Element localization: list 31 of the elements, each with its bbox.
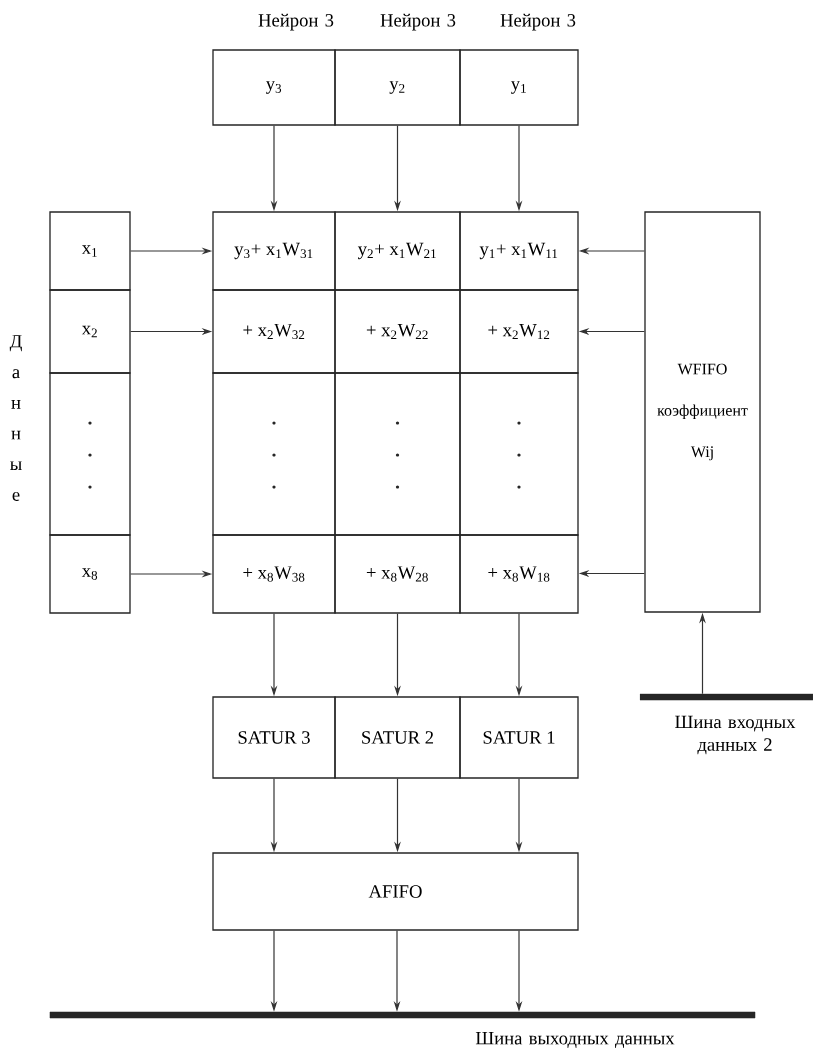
fifo-box: AFIFO — [212, 852, 579, 931]
register-cell: y$_{2}$ — [334, 49, 461, 126]
vertical-label: Данные — [9, 335, 22, 501]
register-cell: y$_{1}$ — [459, 49, 579, 126]
saturation-cell: SATUR 3 — [212, 696, 336, 779]
bus-label: Шина выходных данных — [475, 1032, 675, 1048]
column-label: Нейрон 3 — [258, 13, 334, 31]
matrix-cell — [459, 372, 579, 536]
matrix-cell: y$_{3}$+ x$_{1}$W$_{31}$ — [212, 211, 336, 291]
data-cell: x$_{1}$ — [49, 211, 131, 291]
bus-label: Шина входных данных 2 — [675, 715, 796, 755]
matrix-cell: + x$_{8}$W$_{28}$ — [334, 534, 461, 614]
bus-line — [639, 693, 813, 701]
data-cell: x$_{2}$ — [49, 289, 131, 374]
fifo-box: WFIFO коэффициент Wij — [644, 211, 761, 613]
matrix-cell: + x$_{2}$W$_{32}$ — [212, 289, 336, 374]
data-cell — [49, 372, 131, 536]
matrix-cell: y$_{2}$+ x$_{1}$W$_{21}$ — [334, 211, 461, 291]
matrix-cell: + x$_{8}$W$_{38}$ — [212, 534, 336, 614]
data-cell: x$_{8}$ — [49, 534, 131, 614]
matrix-cell — [212, 372, 336, 536]
saturation-cell: SATUR 1 — [459, 696, 579, 779]
matrix-cell: y$_{1}$+ x$_{1}$W$_{11}$ — [459, 211, 579, 291]
register-cell: y$_{3}$ — [212, 49, 336, 126]
matrix-cell: + x$_{2}$W$_{22}$ — [334, 289, 461, 374]
matrix-cell — [334, 372, 461, 536]
column-label: Нейрон 3 — [380, 13, 456, 31]
saturation-cell: SATUR 2 — [334, 696, 461, 779]
matrix-cell: + x$_{8}$W$_{18}$ — [459, 534, 579, 614]
matrix-cell: + x$_{2}$W$_{12}$ — [459, 289, 579, 374]
column-label: Нейрон 3 — [500, 13, 576, 31]
